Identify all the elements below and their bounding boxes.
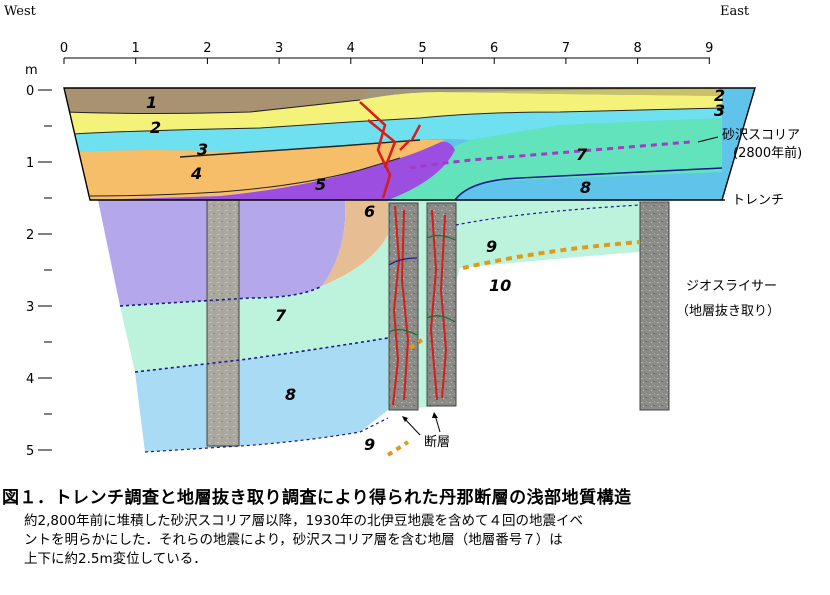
layer-label-6: 6 [364,202,375,221]
layer-label-8-lower: 8 [285,385,296,404]
boundary-8-bottom [144,417,389,453]
geoslicer-sub-label: （地層抜き取り） [676,303,780,319]
layer-label-5: 5 [315,175,326,194]
layer-label-7-lower: 7 [275,306,287,325]
fault-line-1 [392,205,401,406]
lower-section [98,199,670,457]
east-label: East [720,4,750,19]
core-seam-4 [388,257,418,266]
core-seam-1 [388,329,418,336]
unit-label: m [25,63,38,78]
layer-2-trench [66,92,722,134]
layer-6-fill [322,200,388,286]
y-tick-label-3: 3 [26,300,34,315]
scoria-age-label: (2800年前) [733,145,802,161]
figure-caption: 図１．トレンチ調査と地層抜き取り調査により得られた丹那断層の浅部地質構造 約2,… [2,483,828,569]
x-tick-label-7: 7 [562,41,570,56]
core-seam-3 [426,315,456,323]
x-tick-label-0: 0 [60,41,68,56]
x-tick-label-2: 2 [203,41,211,56]
y-tick-label-1: 1 [26,156,34,171]
boundary-10-short [408,338,424,350]
x-tick-label-6: 6 [490,41,498,56]
fault-line-4 [439,214,448,399]
fault-line-3 [429,209,438,401]
layer-3-trench [72,108,722,152]
layer-7-trench [388,118,722,200]
core-sample-1 [206,199,240,447]
y-tick-label-4: 4 [26,372,34,387]
x-tick-label-1: 1 [132,41,140,56]
layer-4-trench [76,140,445,200]
caption-body: 約2,800年前に堆積した砂沢スコリア層以降，1930年の北伊豆地震を含めて４回… [24,512,828,569]
layer-1-trench [64,88,370,114]
fault-label: 断層 [424,435,450,450]
layer-label-1: 1 [146,93,157,112]
core-seam-2 [426,234,456,241]
layer-label-3-right: 3 [714,101,725,120]
x-tick-label-4: 4 [347,41,355,56]
layer-label-9: 9 [486,237,497,256]
layer-5-trench [90,141,455,200]
x-tick-label-3: 3 [275,41,283,56]
caption-line-3: 上下に約2.5m変位している． [24,551,207,567]
boundary-10-bottom [386,440,410,457]
caption-line-1: 約2,800年前に堆積した砂沢スコリア層以降，1930年の北伊豆地震を含めて４回… [24,513,584,529]
layer-8-lower [135,338,388,452]
west-label: West [4,4,37,19]
layer-label-7: 7 [576,145,588,164]
layer-label-2-right: 2 [714,86,725,105]
layer-labels: 1 2 2 3 3 4 5 6 7 7 8 8 9 9 10 [146,86,725,454]
x-tick-label-5: 5 [418,41,426,56]
boundary-9-top [455,204,641,226]
boundary-10-line [462,240,641,270]
trench-label: トレンチ [732,193,784,208]
layer-7-lower [120,235,388,372]
geoslicer-label: ジオスライサー [686,279,777,294]
layer-label-2: 2 [150,118,161,137]
x-tick-label-9: 9 [705,41,713,56]
layer-label-4: 4 [190,164,202,183]
caption-title: 図１．トレンチ調査と地層抜き取り調査により得られた丹那断層の浅部地質構造 [2,488,632,508]
x-tick-label-8: 8 [633,41,641,56]
scoria-line [409,140,691,170]
y-tick-label-0: 0 [26,84,34,99]
layer-label-9-lower: 9 [364,435,375,454]
layer-label-3: 3 [197,140,208,159]
scoria-label: 砂沢スコリア [722,128,800,143]
boundary-7-top [119,285,323,307]
y-tick-label-2: 2 [26,228,34,243]
layer-9-area [388,200,640,410]
annotations: 砂沢スコリア (2800年前) トレンチ ジオスライサー （地層抜き取り） 断層 [402,128,802,450]
fault-line-2 [400,209,410,401]
y-tick-label-5: 5 [26,444,34,459]
trench-section [63,87,756,201]
caption-line-2: ントを明らかにした．それらの地震により，砂沢スコリア層を含む地層（地層番号７）は [24,532,563,548]
layer-label-10: 10 [489,276,511,295]
layer-label-8: 8 [580,178,591,197]
core-sample-4 [639,201,670,411]
